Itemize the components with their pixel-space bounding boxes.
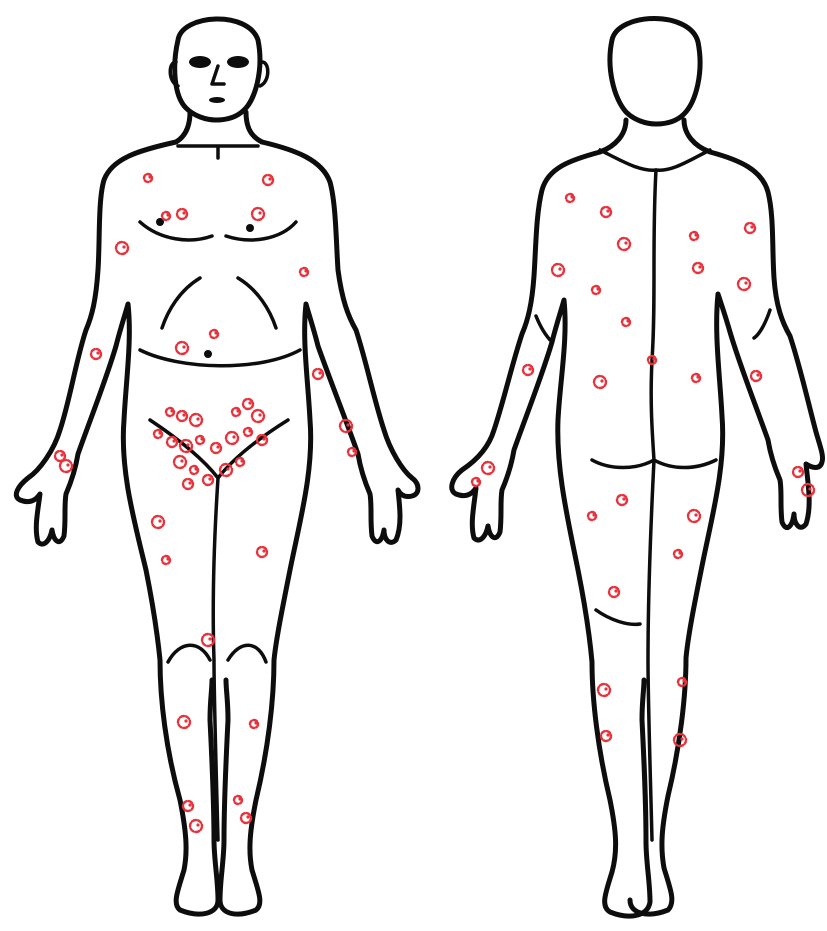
front-body-left: [16, 142, 218, 914]
back-elbow-left: [536, 316, 552, 342]
lesion-mark: [618, 238, 630, 250]
front-pectoral-left: [140, 222, 212, 240]
lesion-mark: [482, 462, 494, 474]
lesion-mark: [190, 414, 202, 426]
back-body-right: [630, 120, 823, 914]
back-spine: [651, 170, 656, 460]
lesion-mark: [152, 516, 164, 528]
lesion-mark: [617, 495, 627, 505]
lesion-mark: [177, 411, 187, 421]
front-eye-left: [189, 56, 211, 68]
lesion-mark: [226, 432, 238, 444]
lesion-mark: [313, 369, 323, 379]
lesion-mark: [598, 684, 610, 696]
lesion-mark: [178, 716, 190, 728]
lesion-mark: [692, 374, 700, 382]
lesion-mark: [116, 242, 128, 254]
lesion-mark: [793, 467, 803, 477]
lesion-mark: [688, 510, 700, 522]
lesion-mark: [592, 286, 600, 294]
back-knee-left: [596, 610, 640, 624]
lesion-mark: [552, 264, 564, 276]
lesion-mark: [300, 268, 308, 276]
lesion-mark: [91, 349, 101, 359]
front-body-right: [220, 142, 418, 914]
lesion-mark: [174, 456, 186, 468]
lesion-mark: [196, 436, 204, 444]
lesion-mark: [243, 399, 253, 409]
lesion-mark: [203, 475, 213, 485]
front-pectoral-right: [226, 222, 296, 240]
lesion-mark: [162, 212, 170, 220]
lesion-mark: [751, 371, 761, 381]
front-figure: [16, 19, 418, 914]
lesion-mark: [183, 479, 193, 489]
lesion-mark: [622, 318, 630, 326]
lesion-mark: [177, 209, 187, 219]
back-figure: [452, 19, 823, 917]
lesion-mark: [244, 428, 252, 436]
lesion-mark: [234, 796, 242, 804]
lesion-mark: [211, 443, 221, 453]
lesion-mark: [594, 376, 606, 388]
front-collarbone: [178, 146, 258, 158]
front-navel: [204, 350, 212, 358]
lesion-mark: [566, 194, 574, 202]
front-knee-left: [168, 645, 210, 662]
front-ribcage: [162, 278, 276, 328]
back-head: [610, 19, 700, 125]
front-neck-left: [176, 112, 190, 142]
lesion-mark: [241, 813, 251, 823]
lesion-mark: [674, 550, 682, 558]
lesion-mark: [166, 408, 174, 416]
back-elbow-right: [754, 310, 770, 338]
back-inner-legs: [648, 460, 654, 840]
lesion-mark: [250, 720, 258, 728]
front-nose: [212, 66, 224, 84]
lesion-mark: [257, 547, 267, 557]
front-neck-right: [246, 112, 262, 142]
lesion-mark: [609, 587, 619, 597]
lesion-mark: [183, 801, 193, 811]
lesion-mark: [693, 263, 703, 273]
back-shoulder-blades: [600, 150, 710, 170]
lesion-mark: [348, 448, 356, 456]
lesion-mark: [601, 731, 611, 741]
lesion-mark: [154, 430, 162, 438]
lesion-mark: [678, 678, 686, 686]
lesion-mark: [210, 330, 218, 338]
front-waist: [140, 350, 300, 366]
front-eye-right: [227, 56, 249, 68]
lesion-mark: [745, 223, 755, 233]
lesion-mark: [162, 556, 170, 564]
lesion-mark: [176, 342, 188, 354]
lesion-mark: [523, 365, 533, 375]
lesion-mark: [232, 408, 240, 416]
lesion-marks: [55, 174, 814, 832]
lesion-mark: [472, 478, 480, 486]
lesion-mark: [252, 208, 264, 220]
front-mouth: [209, 97, 225, 103]
lesion-mark: [263, 175, 273, 185]
lesion-mark: [190, 820, 202, 832]
lesion-mark: [601, 207, 611, 217]
lesion-mark: [60, 460, 72, 472]
lesion-mark: [190, 466, 198, 474]
lesion-mark: [144, 174, 152, 182]
lesion-mark: [588, 512, 596, 520]
front-nipple-right: [246, 224, 254, 232]
lesion-mark: [738, 278, 750, 290]
lesion-mark: [236, 458, 244, 466]
lesion-mark: [690, 232, 698, 240]
front-knee-right: [228, 645, 266, 662]
lesion-mark: [252, 410, 264, 422]
lesion-mark: [167, 437, 177, 447]
